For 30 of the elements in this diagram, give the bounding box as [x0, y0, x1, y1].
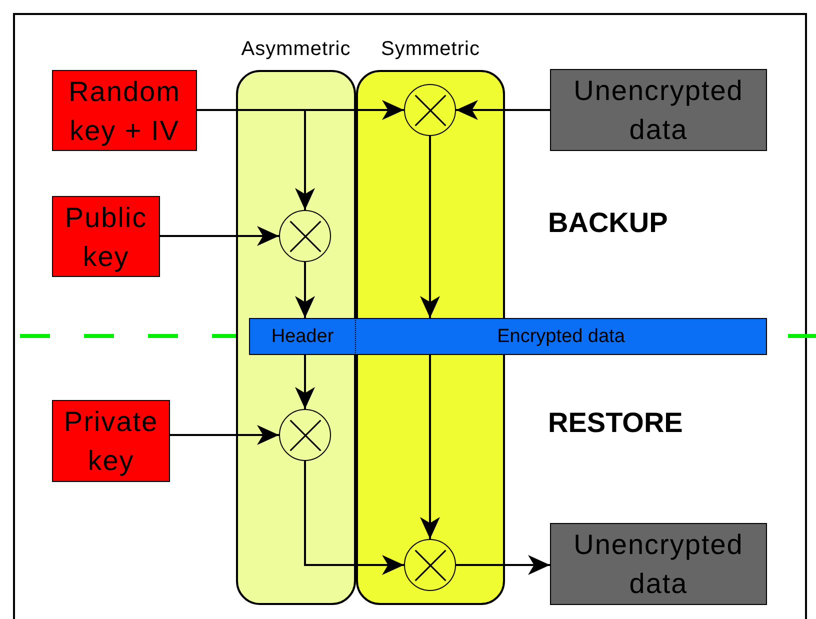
arrow	[295, 355, 315, 409]
xor-circle	[279, 409, 331, 461]
arrow	[170, 425, 279, 445]
arrow	[420, 136, 440, 318]
encrypted-data-bar	[356, 318, 767, 355]
arrow	[456, 100, 550, 120]
column-heading: Asymmetric	[240, 38, 352, 61]
data-box	[550, 523, 767, 605]
arrow	[420, 355, 440, 539]
key-box	[52, 70, 197, 151]
node-label: Unencrypted data	[572, 528, 744, 601]
node-label: Unencrypted data	[572, 74, 744, 147]
section-label: BACKUP	[548, 207, 668, 239]
key-box	[52, 400, 170, 482]
arrow	[160, 226, 279, 246]
xor-circle	[279, 210, 331, 262]
xor-circle	[404, 84, 456, 136]
arrow	[456, 555, 550, 575]
node-label: Public key	[64, 200, 148, 274]
node-label: Header	[271, 326, 334, 348]
xor-circle	[404, 539, 456, 591]
node-label: Encrypted data	[497, 326, 625, 348]
section-label: RESTORE	[548, 407, 683, 439]
data-box	[550, 69, 767, 151]
node-label: Random key + IV	[68, 74, 182, 148]
header-segment	[249, 318, 356, 355]
node-label: Private key	[62, 405, 160, 478]
arrow	[295, 262, 315, 318]
key-box	[52, 196, 160, 277]
arrow	[304, 461, 404, 575]
